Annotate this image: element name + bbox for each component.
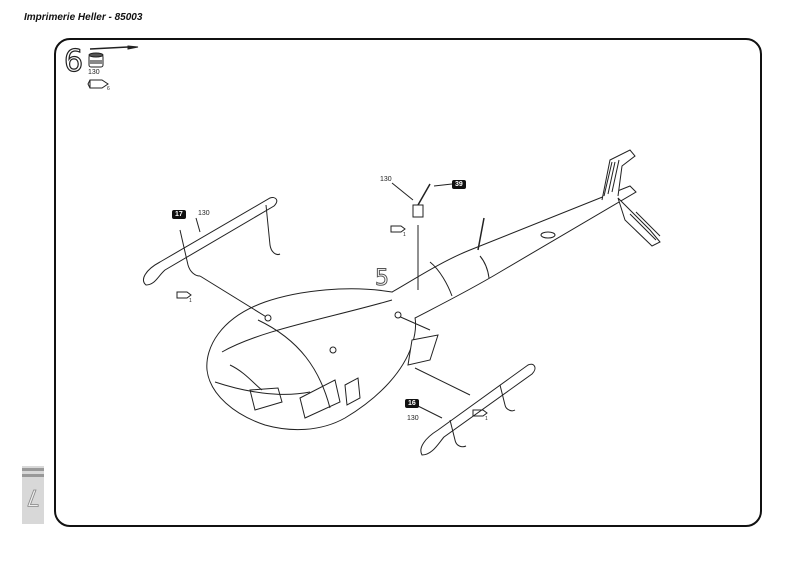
glue-tube-icon: [87, 79, 109, 89]
helicopter-fuselage: [206, 149, 661, 431]
paint-label-16: 130: [407, 415, 419, 422]
rotor-part-39: [412, 183, 431, 218]
step-frame: [54, 38, 762, 527]
step-number: 6: [63, 43, 84, 79]
glue-label-39: 1: [403, 232, 406, 238]
part-tag-39: 39: [452, 180, 466, 189]
glue-label-16: 1: [485, 416, 488, 422]
glue-tube-icon: [472, 409, 488, 417]
paint-label-39: 130: [380, 176, 392, 183]
glue-tube-icon: [390, 225, 406, 233]
glue-tube-icon: [176, 291, 192, 299]
paint-pot-icon: [88, 52, 104, 68]
page-tab: [22, 466, 44, 524]
skid-part-17: [143, 197, 281, 319]
paint-code-label: 130: [88, 69, 100, 76]
part-tag-17: 17: [172, 210, 186, 219]
sub-assembly-number: 5: [375, 266, 390, 292]
glue-label-17: 1: [189, 298, 192, 304]
page-header: Imprimerie Heller - 85003: [24, 12, 143, 23]
glue-qty-label: 6: [107, 86, 110, 92]
part-tag-16: 16: [405, 399, 419, 408]
paint-label-17: 130: [198, 210, 210, 217]
paintbrush-icon: [89, 45, 139, 50]
